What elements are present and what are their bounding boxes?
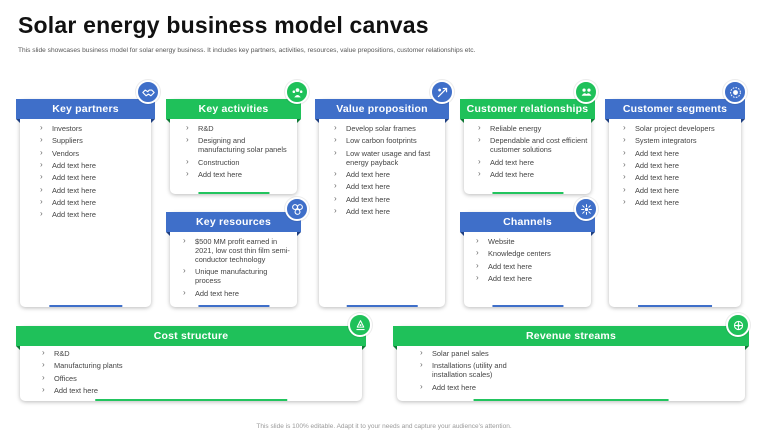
customer-relationships-banner: Customer relationships	[460, 99, 595, 123]
resources-icon	[285, 197, 309, 221]
list-item: Add text here	[40, 185, 148, 195]
team-icon	[285, 80, 309, 104]
list-item: Add text here	[334, 194, 442, 204]
value-icon	[430, 80, 454, 104]
cost-structure-list: R&D Manufacturing plantsOfficesAdd text h…	[42, 348, 242, 398]
list-item: Manufacturing plants	[42, 360, 242, 370]
key-activities-title: Key activities	[198, 103, 269, 115]
list-item: System integrators	[623, 135, 735, 145]
list-item: Vendors	[40, 148, 148, 158]
channels-banner: Channels	[460, 212, 595, 236]
list-item: Reliable energy	[478, 123, 588, 133]
list-item: Low carbon footprints	[334, 135, 442, 145]
list-item: Add text here	[334, 169, 442, 179]
list-item: Add text here	[623, 197, 735, 207]
list-item: Designing and manufacturing solar panels	[186, 135, 294, 154]
list-item: Knowledge centers	[476, 248, 586, 258]
channels-title: Channels	[503, 216, 552, 228]
customer-segments-list: Solar project developersSystem integrato…	[623, 123, 735, 210]
list-item: Add text here	[623, 172, 735, 182]
cost-structure-title: Cost structure	[153, 330, 229, 342]
list-item: Add text here	[623, 160, 735, 170]
list-item: Suppliers	[40, 135, 148, 145]
list-item: Develop solar frames	[334, 123, 442, 133]
page-title: Solar energy business model canvas	[18, 12, 429, 38]
revenue-streams-list: Solar panel salesInstallations (utility …	[420, 348, 540, 395]
list-item: Add text here	[186, 169, 294, 179]
list-item: $500 MM profit earned in 2021, low cost …	[183, 236, 293, 264]
key-activities-list: R&D Designing and manufacturing solar pan…	[186, 123, 294, 182]
list-item: Add text here	[476, 273, 586, 283]
list-item: Add text here	[40, 209, 148, 219]
customer-segments-title: Customer segments	[622, 103, 728, 115]
key-resources-banner: Key resources	[166, 212, 301, 236]
list-item: Add text here	[40, 172, 148, 182]
revenue-streams-title: Revenue streams	[526, 330, 616, 342]
list-item: Add text here	[42, 385, 242, 395]
list-item: Low water usage and fast energy payback	[334, 148, 442, 167]
list-item: Unique manufacturing process	[183, 266, 293, 285]
list-item: Solar project developers	[623, 123, 735, 133]
list-item: Investors	[40, 123, 148, 133]
list-item: Add text here	[334, 181, 442, 191]
customer-relationships-list: Reliable energyDependable and cost effic…	[478, 123, 588, 182]
list-item: Installations (utility and installation …	[420, 360, 540, 379]
list-item: Add text here	[183, 288, 293, 298]
list-item: Dependable and cost efficient customer s…	[478, 135, 588, 154]
list-item: Offices	[42, 373, 242, 383]
value-proposition-title: Value proposition	[336, 103, 428, 115]
list-item: R&D	[186, 123, 294, 133]
list-item: Website	[476, 236, 586, 246]
cost-structure-banner: Cost structure	[16, 326, 366, 350]
key-partners-banner: Key partners	[16, 99, 155, 123]
network-icon	[574, 197, 598, 221]
relationship-icon	[574, 80, 598, 104]
list-item: Add text here	[476, 261, 586, 271]
list-item: Add text here	[40, 160, 148, 170]
cost-icon	[348, 313, 372, 337]
revenue-streams-banner: Revenue streams	[393, 326, 749, 350]
page-subtitle: This slide showcases business model for …	[18, 47, 476, 54]
list-item: Add text here	[478, 157, 588, 167]
list-item: Add text here	[623, 148, 735, 158]
key-resources-title: Key resources	[196, 216, 271, 228]
key-activities-banner: Key activities	[166, 99, 301, 123]
key-partners-title: Key partners	[52, 103, 119, 115]
key-resources-list: $500 MM profit earned in 2021, low cost …	[183, 236, 293, 301]
customer-segments-banner: Customer segments	[605, 99, 745, 123]
handshake-icon	[136, 80, 160, 104]
list-item: Add text here	[478, 169, 588, 179]
list-item: Add text here	[334, 206, 442, 216]
channels-list: WebsiteKnowledge centersAdd text hereAdd…	[476, 236, 586, 286]
list-item: R&D	[42, 348, 242, 358]
value-proposition-list: Develop solar framesLow carbon footprint…	[334, 123, 442, 219]
segments-icon	[723, 80, 747, 104]
list-item: Add text here	[40, 197, 148, 207]
customer-relationships-title: Customer relationships	[466, 103, 589, 115]
list-item: Solar panel sales	[420, 348, 540, 358]
page-footer: This slide is 100% editable. Adapt it to…	[256, 423, 512, 430]
revenue-icon	[726, 313, 750, 337]
list-item: Add text here	[420, 382, 540, 392]
list-item: Construction	[186, 157, 294, 167]
key-partners-list: InvestorsSuppliersVendorsAdd text hereAd…	[40, 123, 148, 223]
value-proposition-banner: Value proposition	[315, 99, 449, 123]
list-item: Add text here	[623, 185, 735, 195]
